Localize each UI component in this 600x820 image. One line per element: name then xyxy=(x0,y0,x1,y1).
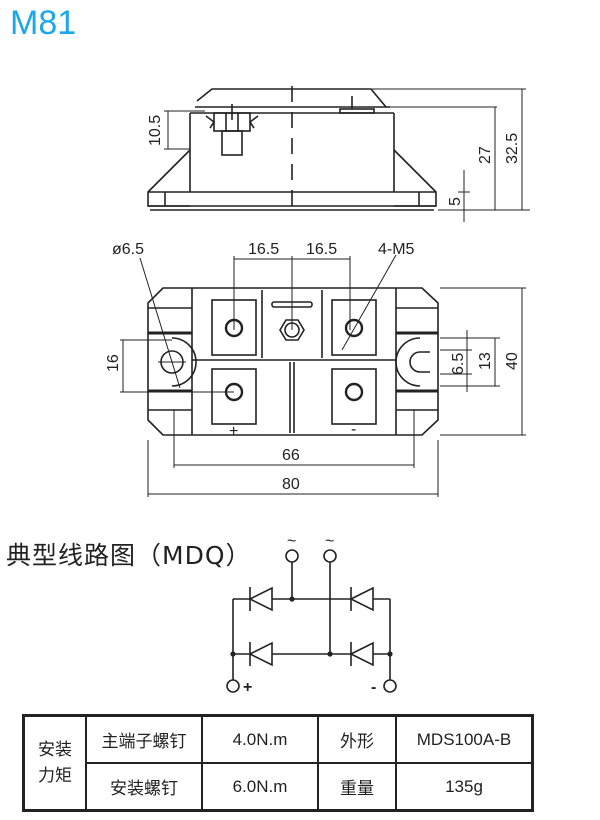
weight-label: 重量 xyxy=(317,762,397,812)
diode-4 xyxy=(349,641,374,667)
terminal-pad-plus xyxy=(211,368,257,425)
right-mount-slot xyxy=(395,337,421,387)
center-hex-nut xyxy=(279,319,305,341)
dim-slot-span: 13 xyxy=(477,352,494,370)
terminal-plus-mark: + xyxy=(229,423,238,440)
weight-value: 135g xyxy=(395,762,534,812)
dim-hole-diameter: ø6.5 xyxy=(112,241,144,258)
dim-slot-width: 6.5 xyxy=(450,353,467,375)
model-title: M81 xyxy=(10,4,77,42)
diode-3 xyxy=(248,641,273,667)
neg-terminal xyxy=(383,679,397,693)
dim-total-width: 40 xyxy=(504,352,521,370)
dim-mount-pitch: 66 xyxy=(282,447,300,464)
spec-table: 安装 力矩 主端子螺钉 4.0N.m 外形 MDS100A-B 安装螺钉 6.0… xyxy=(22,714,534,812)
dim-terminal-height: 10.5 xyxy=(147,115,164,146)
mount-screw-label: 安装螺钉 xyxy=(85,762,203,812)
dim-total-height: 32.5 xyxy=(504,133,521,164)
mount-screw-value: 6.0N.m xyxy=(201,762,319,812)
diode-1 xyxy=(248,586,273,612)
circuit-schematic: ~ ~ + - xyxy=(226,533,397,696)
dim-body-height: 27 xyxy=(477,146,494,164)
ac-label-1: ~ xyxy=(287,533,296,550)
table-row: 安装螺钉 6.0N.m 重量 135g xyxy=(24,762,534,812)
side-body xyxy=(189,113,395,192)
circuit-heading: 典型线路图（MDQ） xyxy=(6,541,252,570)
pos-label: + xyxy=(243,679,252,696)
dim-terminal-screws: 4-M5 xyxy=(378,241,415,258)
dim-pitch-right: 16.5 xyxy=(306,241,337,258)
table-row: 安装 力矩 主端子螺钉 4.0N.m 外形 MDS100A-B xyxy=(22,714,534,812)
outline-label: 外形 xyxy=(317,714,397,764)
pos-terminal xyxy=(226,679,240,693)
group-label-line2: 力矩 xyxy=(38,766,72,785)
ac-terminal-1 xyxy=(285,549,299,563)
dim-base-height: 5 xyxy=(447,197,464,206)
main-terminal-screw-value: 4.0N.m xyxy=(201,714,319,764)
terminal-pad-ac2 xyxy=(331,299,377,356)
outline-value: MDS100A-B xyxy=(395,714,534,764)
dim-total-length: 80 xyxy=(282,476,300,493)
terminal-pad-minus xyxy=(331,368,377,425)
dim-hole-spacing: 16 xyxy=(105,354,122,372)
top-outline xyxy=(147,287,439,436)
main-terminal-screw-label: 主端子螺钉 xyxy=(85,714,203,764)
ac-terminal-2 xyxy=(323,549,337,563)
group-label-line1: 安装 xyxy=(38,740,72,759)
dim-pitch-left: 16.5 xyxy=(248,241,279,258)
ac-label-2: ~ xyxy=(325,533,334,550)
diode-2 xyxy=(349,586,374,612)
torque-group-label: 安装 力矩 xyxy=(22,714,87,812)
terminal-minus-mark: - xyxy=(351,421,356,438)
side-view-drawing: 10.5 27 32.5 5 xyxy=(147,86,530,222)
top-view-drawing: ø6.5 16.5 16.5 4-M5 16 6.5 13 40 66 80 +… xyxy=(105,241,526,497)
neg-label: - xyxy=(371,679,376,696)
left-mount-hole xyxy=(171,337,197,387)
